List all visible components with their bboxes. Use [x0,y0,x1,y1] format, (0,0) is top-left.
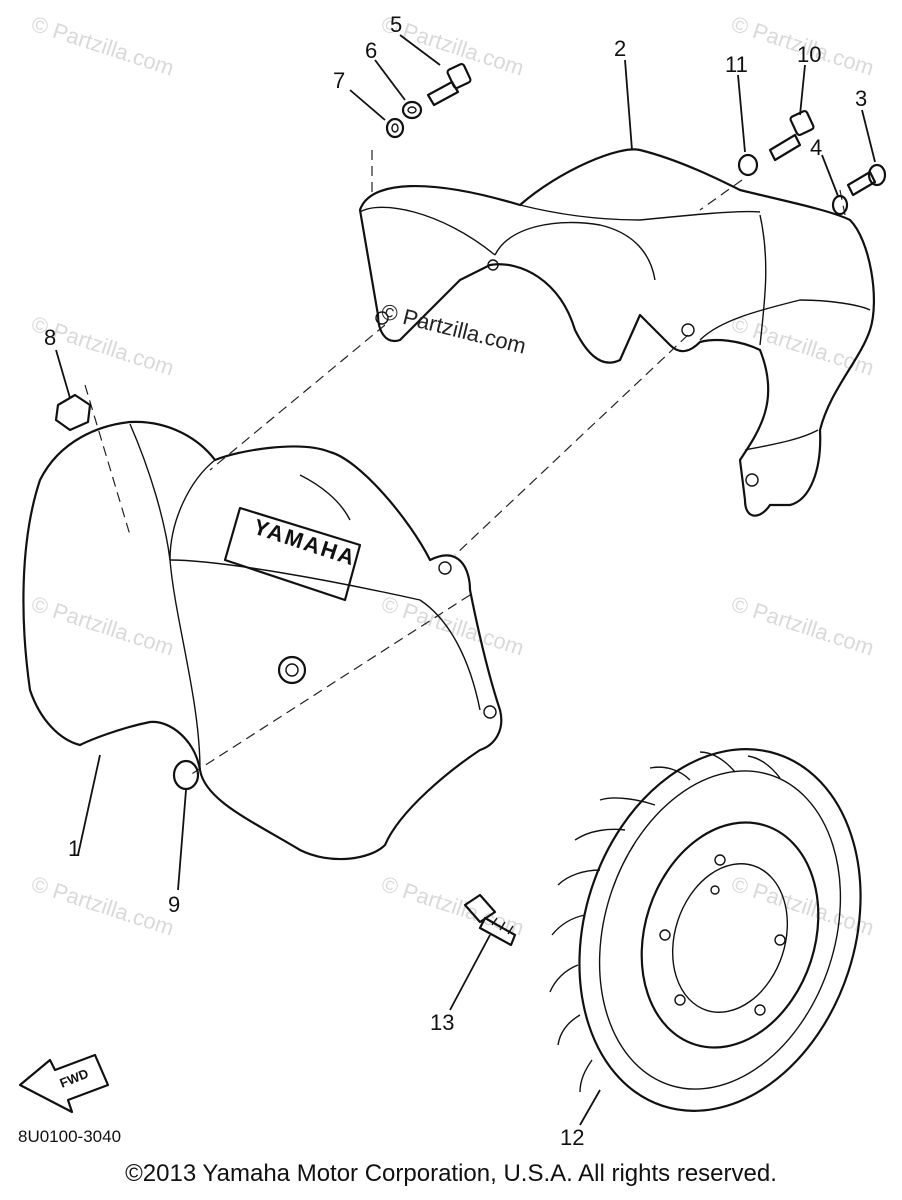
washer-6 [401,100,423,120]
callout-10: 10 [797,42,821,67]
watermark: © Partzilla.com [728,591,877,661]
callout-6: 6 [365,38,377,63]
upper-cover-part [358,148,876,517]
callout-2: 2 [614,36,626,61]
diagram-code: 8U0100-3040 [18,1127,121,1146]
callout-5: 5 [390,12,402,37]
washer-7 [385,117,405,139]
callout-7: 7 [333,68,345,93]
watermark: © Partzilla.com [378,591,527,661]
watermark: © Partzilla.com [728,871,877,941]
watermark: © Partzilla.com [28,871,177,941]
callout-13: 13 [430,1010,454,1035]
callouts: 5 6 7 2 11 10 3 4 8 1 9 13 12 [44,12,867,1150]
callout-1: 1 [68,836,80,861]
leader-lines [55,34,876,1126]
fwd-label: FWD [58,1066,91,1091]
yamaha-logo-plate [223,506,362,602]
bolt-10 [768,110,815,162]
watermarks: © Partzilla.com © Partzilla.com © Partzi… [28,11,877,941]
center-watermark: © Partzilla.com [379,299,529,359]
callout-4: 4 [810,135,822,160]
callout-3: 3 [855,86,867,111]
callout-11: 11 [725,52,748,77]
callout-12: 12 [560,1125,584,1150]
watermark: © Partzilla.com [28,11,177,81]
bolt-5 [426,63,472,107]
assembly-guide-lines [84,150,846,776]
yamaha-logo-text: YAMAHA [250,514,359,571]
bolt-13 [463,893,517,947]
grommet-9 [172,759,200,791]
washer-4 [831,194,849,216]
lower-cover-part: YAMAHA [22,420,503,861]
bolt-3 [846,163,887,197]
nut-8 [54,393,92,432]
callout-8: 8 [44,325,56,350]
watermark: © Partzilla.com [28,591,177,661]
washer-11 [737,153,759,177]
copyright-notice: ©2013 Yamaha Motor Corporation, U.S.A. A… [125,1160,777,1187]
flywheel-fan-part [549,748,862,1112]
fwd-arrow: FWD [18,1053,110,1114]
callout-9: 9 [168,892,180,917]
